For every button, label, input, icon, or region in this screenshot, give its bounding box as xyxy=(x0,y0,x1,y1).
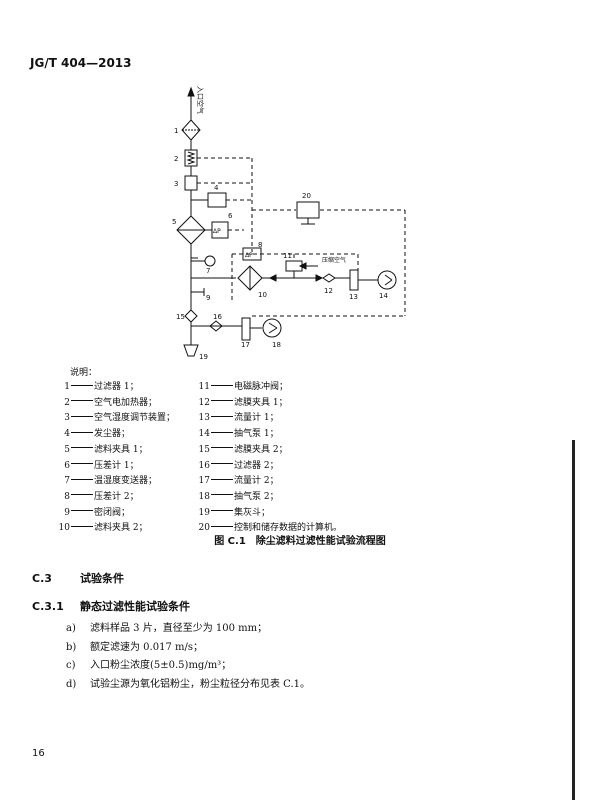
component-number-12: 12 xyxy=(324,287,333,295)
scan-edge-line xyxy=(572,440,575,800)
component-number-10: 10 xyxy=(258,291,267,299)
list-item: b)额定滤速为 0.017 m/s； xyxy=(66,641,203,653)
section-number: C.3.1 xyxy=(32,600,64,613)
section-title: 静态过滤性能试验条件 xyxy=(80,600,190,613)
component-number-19: 19 xyxy=(199,353,208,361)
list-item: d)试验尘源为氧化铝粉尘，粉尘粒径分布见表 C.1。 xyxy=(66,678,311,690)
component-number-15: 15 xyxy=(176,313,185,321)
component-number-13: 13 xyxy=(349,293,358,301)
document-code: JG/T 404—2013 xyxy=(30,56,132,70)
condition-list: a)滤料样品 3 片，直径至少为 100 mm； b)额定滤速为 0.017 m… xyxy=(66,620,310,694)
component-number-18: 18 xyxy=(272,341,281,349)
component-number-11: 11 xyxy=(283,252,292,260)
component-number-1: 1 xyxy=(174,127,178,135)
list-item: a)滤料样品 3 片，直径至少为 100 mm； xyxy=(66,623,268,634)
component-number-4: 4 xyxy=(214,184,219,192)
component-number-16: 16 xyxy=(213,313,222,321)
section-title: 试验条件 xyxy=(80,572,124,585)
page-number: 16 xyxy=(32,748,45,759)
dp-label-6: ΔP xyxy=(213,228,221,235)
section-heading-c3: C.3 试验条件 xyxy=(32,570,124,586)
component-number-14: 14 xyxy=(379,292,388,300)
section-heading-c31: C.3.1 静态过滤性能试验条件 xyxy=(32,598,190,614)
component-number-5: 5 xyxy=(172,218,176,226)
figure-caption: 图 C.1 除尘滤料过滤性能试验流程图 xyxy=(214,536,386,547)
component-number-8: 8 xyxy=(258,241,262,249)
section-number: C.3 xyxy=(32,572,52,585)
component-number-17: 17 xyxy=(241,341,250,349)
dp-label-8: ΔP xyxy=(245,252,253,259)
component-number-20: 20 xyxy=(302,192,311,200)
component-number-2: 2 xyxy=(174,155,178,163)
component-number-7: 7 xyxy=(206,267,210,275)
inlet-air-label: 入口空气 xyxy=(196,86,205,114)
component-number-9: 9 xyxy=(206,294,210,302)
compressed-air-label: 压缩空气 xyxy=(322,256,346,264)
component-number-3: 3 xyxy=(174,180,178,188)
list-item: c)入口粉尘浓度(5±0.5)mg/m³； xyxy=(66,660,232,671)
legend-title: 说明： xyxy=(70,368,98,378)
component-number-6: 6 xyxy=(228,212,233,220)
